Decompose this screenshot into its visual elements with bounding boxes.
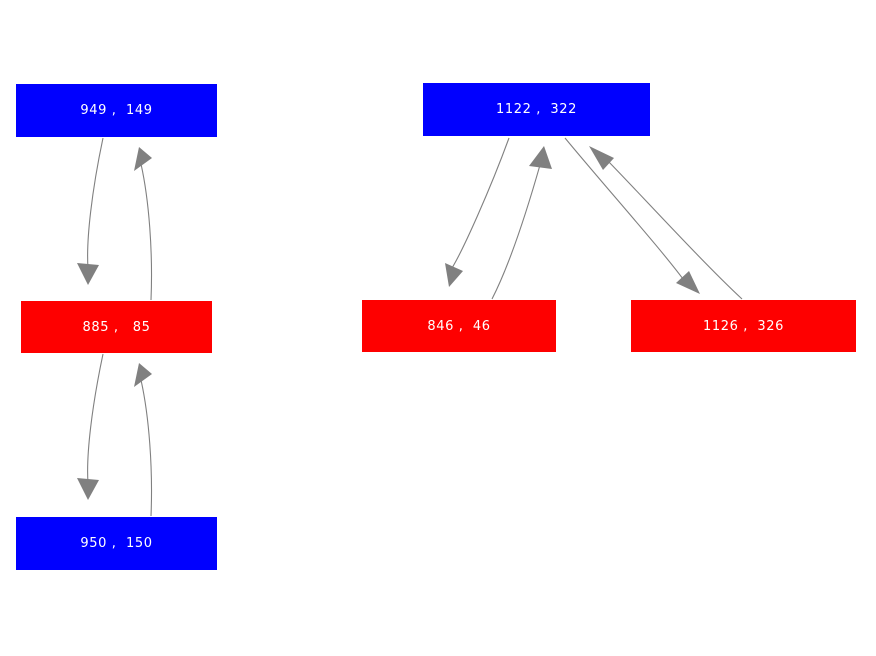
arrowhead-n4-n5 xyxy=(445,263,463,287)
edge-n2-n1 xyxy=(140,163,153,301)
arrowhead-n1-n2 xyxy=(77,263,99,285)
arrowhead-n2-n1 xyxy=(134,147,152,171)
graph-node-label: 1126 , 326 xyxy=(702,318,785,334)
edge-group-right xyxy=(451,137,743,300)
edge-n1-n2 xyxy=(87,137,104,269)
edge-n4-n5 xyxy=(451,137,510,269)
graph-node-label: 950 , 150 xyxy=(80,536,153,551)
graph-node-label: 949 , 149 xyxy=(80,103,153,118)
graph-node-n4[interactable]: 1122 , 322 xyxy=(423,83,650,136)
graph-node-label: 885 , 85 xyxy=(82,319,151,335)
arrowhead-n3-n2 xyxy=(134,363,152,387)
arrowhead-n4-n6 xyxy=(676,271,700,294)
arrowhead-n5-n4 xyxy=(529,146,552,169)
edge-n3-n2 xyxy=(140,379,153,517)
edge-n4-n6 xyxy=(564,137,687,284)
graph-node-label: 1122 , 322 xyxy=(495,102,578,117)
edge-n5-n4 xyxy=(491,164,541,300)
graph-node-n1[interactable]: 949 , 149 xyxy=(16,84,217,137)
graph-node-n3[interactable]: 950 , 150 xyxy=(16,517,217,570)
graph-node-label: 846 , 46 xyxy=(427,318,491,334)
arrowhead-n2-n3 xyxy=(77,478,99,500)
graph-node-n6[interactable]: 1126 , 326 xyxy=(631,300,856,352)
arrowhead-n6-n4 xyxy=(589,146,614,170)
graph-node-n2[interactable]: 885 , 85 xyxy=(21,301,212,353)
graph-node-n5[interactable]: 846 , 46 xyxy=(362,300,556,352)
edge-n6-n4 xyxy=(603,156,743,300)
edge-n2-n3 xyxy=(87,353,104,484)
